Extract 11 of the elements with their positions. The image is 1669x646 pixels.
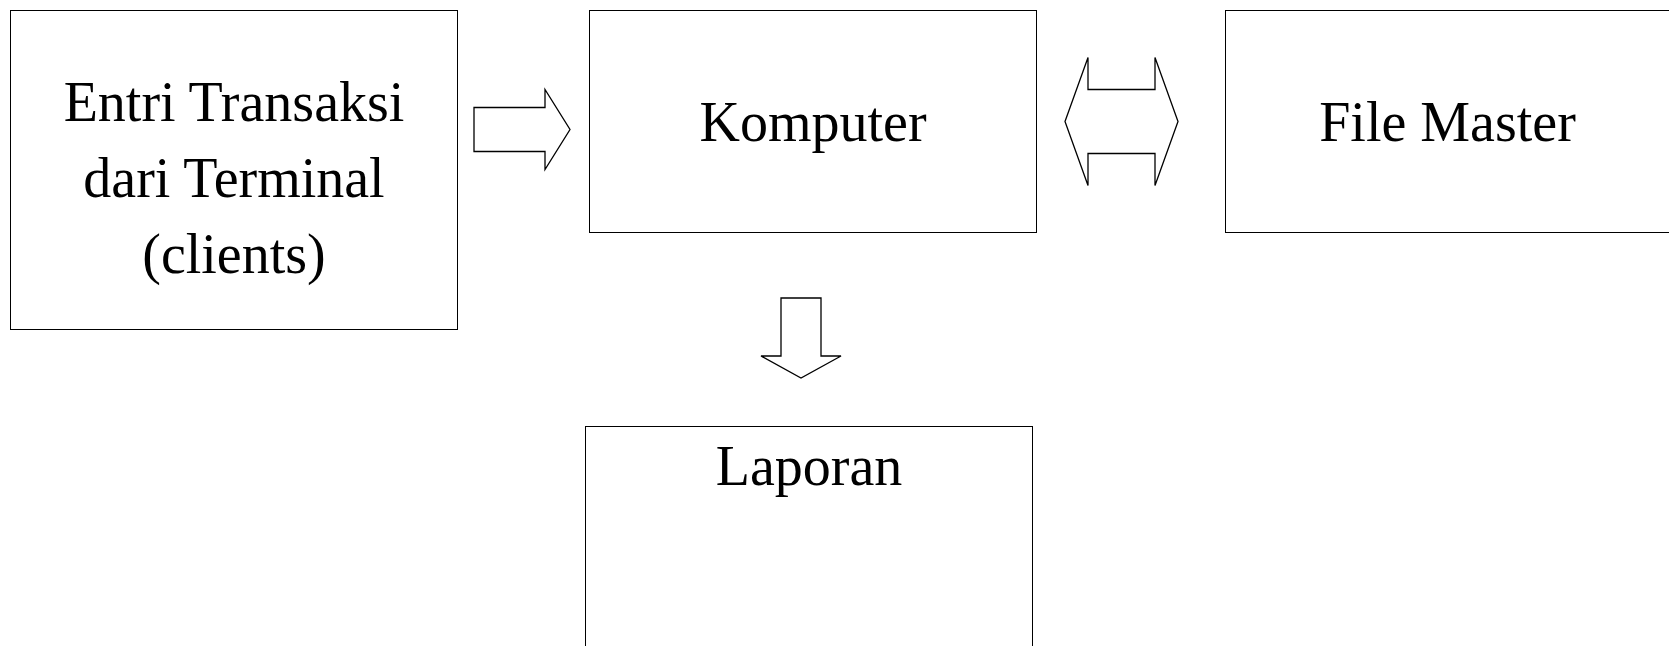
box-label: File Master — [1319, 89, 1576, 155]
block-arrow — [1064, 56, 1179, 187]
process-box — [10, 10, 458, 330]
process-box — [585, 426, 1033, 646]
process-box — [589, 10, 1037, 233]
box-label: Laporan — [715, 434, 903, 499]
process-box — [1225, 10, 1669, 233]
box-label: Komputer — [699, 89, 927, 155]
block-arrow — [760, 297, 842, 379]
block-arrow — [473, 87, 571, 172]
box-label: Entri Transaksi dari Terminal (clients) — [62, 70, 406, 287]
